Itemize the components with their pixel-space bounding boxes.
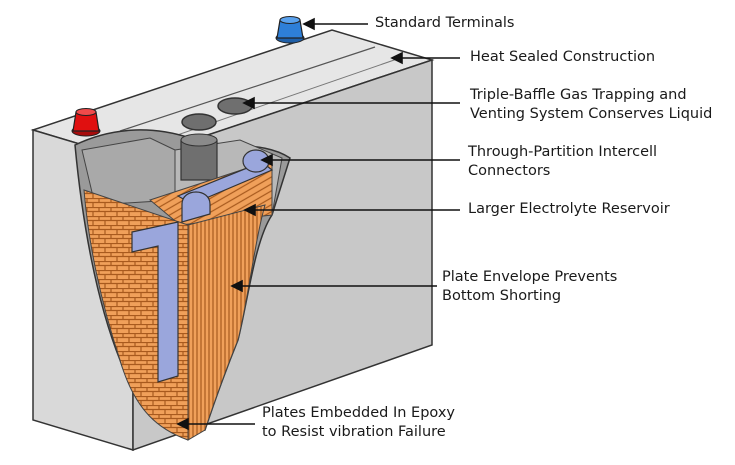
label-triple-baffle: Triple-Baffle Gas Trapping and Venting S…: [470, 86, 712, 124]
label-plate-envelope-line2: Bottom Shorting: [442, 288, 562, 304]
label-plates-epoxy: Plates Embedded In Epoxy to Resist vibra…: [262, 404, 455, 442]
leader-arrows: [176, 17, 460, 431]
vent-cap-2: [217, 97, 253, 115]
label-plate-envelope-line1: Plate Envelope Prevents: [442, 269, 618, 285]
label-plate-envelope: Plate Envelope Prevents Bottom Shorting: [442, 268, 617, 306]
connector-strap: [131, 221, 179, 383]
side-plate-pack: [187, 204, 266, 441]
terminal-positive: [71, 108, 101, 137]
vent-cap-1: [181, 113, 217, 131]
label-intercell-line1: Through-Partition Intercell: [468, 144, 658, 160]
terminal-negative: [275, 16, 305, 44]
baffle-tube-top: [180, 133, 218, 147]
label-epoxy-line2: to Resist vibration Failure: [262, 424, 446, 440]
label-standard-terminals: Standard Terminals: [375, 15, 515, 31]
label-heat-sealed-construction: Heat Sealed Construction: [470, 49, 656, 65]
top-ridge-line: [119, 46, 376, 132]
label-epoxy-line1: Plates Embedded In Epoxy: [262, 405, 456, 421]
baffle-tube: [180, 139, 218, 181]
label-electrolyte-reservoir: Larger Electrolyte Reservoir: [468, 201, 670, 217]
label-triple-baffle-line2: Venting System Conserves Liquid: [470, 106, 713, 122]
label-triple-baffle-line1: Triple-Baffle Gas Trapping and: [470, 87, 687, 103]
label-intercell-line2: Connectors: [468, 163, 551, 179]
label-intercell-connectors: Through-Partition Intercell Connectors: [468, 143, 657, 181]
intercell-connector-post: [181, 191, 211, 223]
